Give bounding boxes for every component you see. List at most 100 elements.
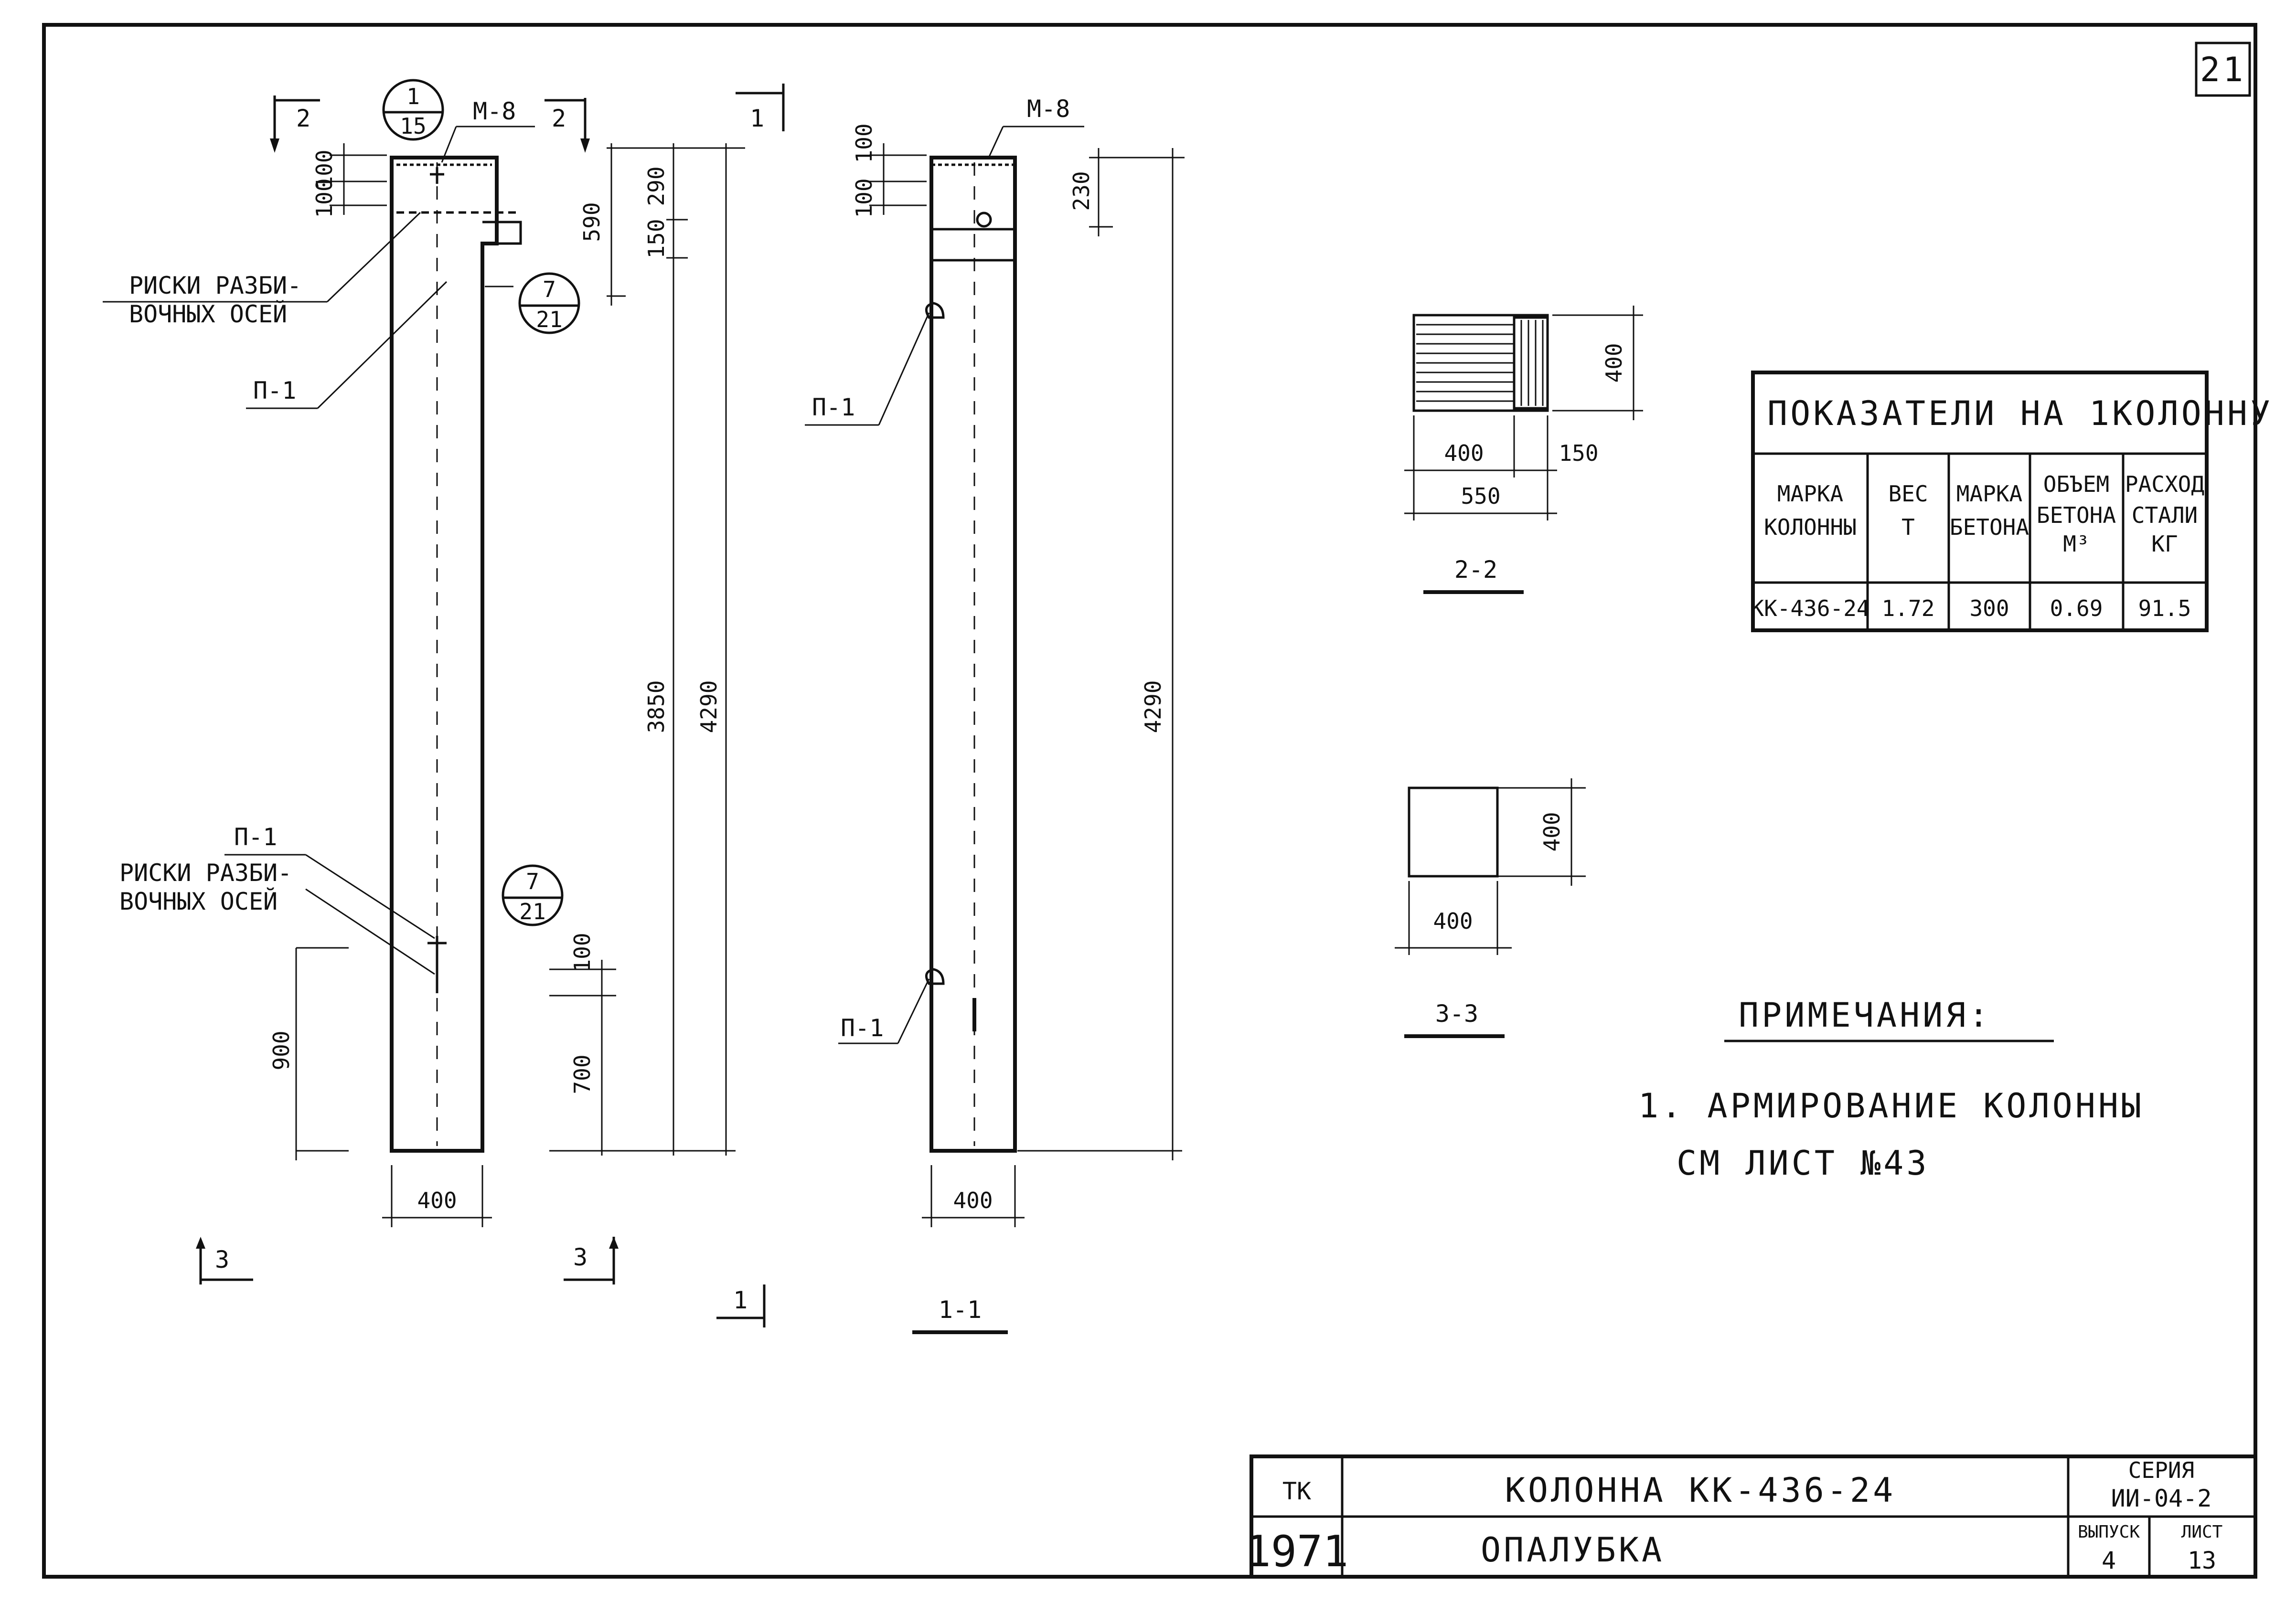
svg-text:РИСКИ РАЗБИ-: РИСКИ РАЗБИ-	[129, 272, 301, 299]
svg-text:590: 590	[579, 202, 605, 242]
column-left-outline	[390, 156, 499, 1153]
column-left-view	[390, 156, 522, 1153]
svg-text:ОБЪЕМ: ОБЪЕМ	[2043, 471, 2109, 497]
svg-text:3-3: 3-3	[1435, 1000, 1478, 1028]
svg-text:550: 550	[1461, 483, 1500, 509]
section-mark-1-bottom: 1	[716, 1284, 766, 1327]
svg-text:400: 400	[1433, 908, 1473, 934]
sheet-frame	[42, 23, 2257, 1579]
section-mark-3-right: 3	[564, 1237, 619, 1284]
svg-text:100: 100	[851, 123, 877, 163]
svg-text:ЛИСТ: ЛИСТ	[2181, 1522, 2223, 1542]
svg-text:150: 150	[1559, 440, 1598, 466]
section-3-3: 400 400 3-3	[1395, 778, 1586, 1038]
svg-text:Т: Т	[1901, 514, 1915, 540]
embed-label-1-1: М-8	[1027, 95, 1070, 123]
svg-text:1.72: 1.72	[1882, 595, 1935, 621]
plate-label-1-1-bottom: П-1	[838, 978, 930, 1044]
sheet-number: 21	[2200, 50, 2246, 89]
svg-text:100: 100	[851, 178, 877, 218]
section-mark-2-right: 2	[545, 98, 590, 153]
svg-text:РИСКИ РАЗБИ-: РИСКИ РАЗБИ-	[119, 859, 292, 887]
svg-text:900: 900	[268, 1030, 294, 1070]
svg-text:230: 230	[1068, 171, 1094, 211]
svg-text:7: 7	[543, 276, 556, 302]
svg-text:4: 4	[2102, 1547, 2116, 1574]
svg-text:1-1: 1-1	[939, 1296, 982, 1324]
svg-text:100: 100	[311, 178, 337, 218]
svg-text:0.69: 0.69	[2050, 595, 2103, 621]
svg-text:2: 2	[296, 105, 310, 132]
svg-text:СТАЛИ: СТАЛИ	[2132, 502, 2198, 528]
svg-text:400: 400	[1601, 343, 1627, 382]
svg-text:290: 290	[643, 166, 669, 206]
svg-text:150: 150	[643, 219, 669, 258]
svg-text:П-1: П-1	[234, 823, 277, 851]
drawing-name: КОЛОННА КК-436-24	[1505, 1471, 1896, 1510]
callout-1-15: 1 15	[382, 79, 444, 141]
section-2-2: 400 400 150 550 2-2	[1404, 306, 1643, 594]
column-left-bracket	[482, 221, 522, 245]
svg-text:П-1: П-1	[812, 393, 855, 421]
column-section-1-1	[925, 156, 1017, 1153]
svg-text:ВЫПУСК: ВЫПУСК	[2078, 1522, 2140, 1542]
svg-text:21: 21	[519, 899, 545, 924]
svg-text:300: 300	[1969, 595, 2009, 621]
marks-label-top: РИСКИ РАЗБИ- ВОЧНЫХ ОСЕЙ	[103, 212, 421, 328]
svg-text:7: 7	[526, 869, 539, 894]
svg-text:ВЕС: ВЕС	[1888, 481, 1928, 507]
svg-text:МАРКА: МАРКА	[1777, 481, 1843, 507]
svg-text:3850: 3850	[643, 680, 669, 733]
table-title: ПОКАЗАТЕЛИ НА 1КОЛОННУ	[1767, 394, 2273, 433]
svg-text:1: 1	[750, 105, 764, 132]
svg-text:П-1: П-1	[841, 1014, 884, 1042]
svg-text:КОЛОННЫ: КОЛОННЫ	[1764, 514, 1857, 540]
svg-text:4290: 4290	[696, 680, 722, 733]
svg-text:ИИ-04-2: ИИ-04-2	[2111, 1485, 2212, 1512]
sheet-number-box: 21	[2195, 42, 2251, 97]
dims-1-1-top: 100 100 230 4290	[851, 123, 1185, 1160]
plate-label-bottom-left: П-1	[224, 823, 435, 939]
svg-text:РАСХОД: РАСХОД	[2125, 471, 2204, 497]
svg-text:КГ: КГ	[2151, 531, 2178, 557]
svg-text:2: 2	[552, 105, 566, 132]
svg-text:13: 13	[2188, 1547, 2216, 1574]
svg-text:2-2: 2-2	[1454, 556, 1497, 584]
svg-text:БЕТОНА: БЕТОНА	[2037, 502, 2116, 528]
svg-text:1: 1	[406, 84, 420, 109]
svg-text:ВОЧНЫХ ОСЕЙ: ВОЧНЫХ ОСЕЙ	[129, 300, 287, 328]
plate-label-1-1-top: П-1	[805, 312, 930, 426]
indicators-table: ПОКАЗАТЕЛИ НА 1КОЛОННУ МАРКА КОЛОННЫ ВЕС…	[1751, 371, 2273, 632]
dim-1-1-width: 400	[922, 1165, 1025, 1227]
callout-7-21-low: 7 21	[502, 864, 564, 926]
callout-7-21-mid: 7 21	[518, 272, 580, 334]
svg-text:ВОЧНЫХ ОСЕЙ: ВОЧНЫХ ОСЕЙ	[119, 887, 278, 915]
svg-text:СЕРИЯ: СЕРИЯ	[2128, 1457, 2194, 1483]
title-block: ТК 1971 КОЛОННА КК-436-24 ОПАЛУБКА СЕРИЯ…	[1245, 1454, 2257, 1579]
svg-text:П-1: П-1	[253, 377, 296, 404]
embed-label-left: М-8	[473, 97, 516, 125]
notes: ПРИМЕЧАНИЯ: 1. АРМИРОВАНИЕ КОЛОННЫ СМ ЛИ…	[1638, 996, 2141, 1183]
svg-text:91.5: 91.5	[2138, 595, 2191, 621]
dim-left-width: 400	[382, 1165, 492, 1227]
svg-text:100: 100	[569, 933, 595, 972]
svg-text:БЕТОНА: БЕТОНА	[1950, 514, 2029, 540]
svg-text:М³: М³	[2063, 531, 2089, 557]
svg-text:100: 100	[311, 149, 337, 189]
svg-text:400: 400	[417, 1188, 457, 1213]
marks-label-bottom: РИСКИ РАЗБИ- ВОЧНЫХ ОСЕЙ	[119, 859, 435, 975]
notes-title: ПРИМЕЧАНИЯ:	[1739, 996, 1992, 1035]
caption-1-1: 1-1	[912, 1296, 1008, 1334]
column-section-outline	[929, 156, 1017, 1153]
notes-line-2: СМ ЛИСТ №43	[1677, 1144, 1930, 1183]
svg-text:КК-436-24: КК-436-24	[1751, 595, 1869, 621]
svg-text:15: 15	[400, 113, 426, 139]
svg-text:3: 3	[215, 1246, 229, 1274]
section-mark-3-left: 3	[196, 1237, 253, 1284]
svg-text:1: 1	[733, 1286, 748, 1314]
svg-text:700: 700	[569, 1054, 595, 1094]
drawing-subtitle: ОПАЛУБКА	[1481, 1530, 1665, 1570]
svg-text:МАРКА: МАРКА	[1956, 481, 2022, 507]
